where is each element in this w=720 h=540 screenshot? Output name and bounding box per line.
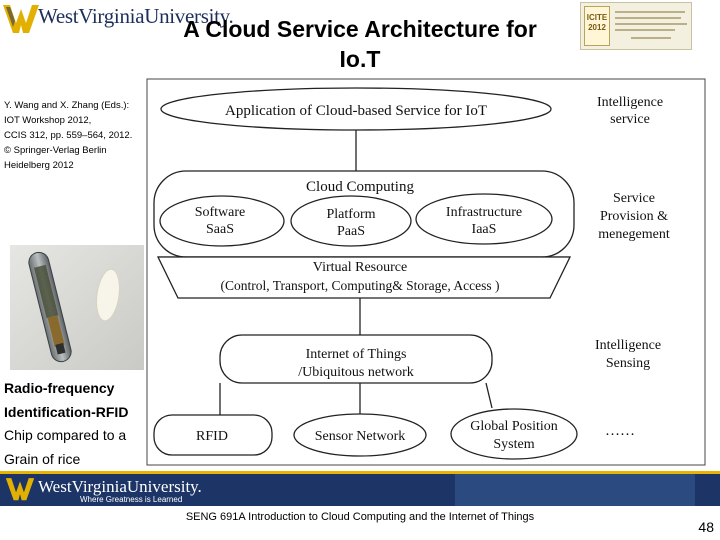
intelligence-service-label: Intelligence: [597, 95, 663, 110]
wvu-logo-text: WestVirginiaUniversity.: [38, 4, 234, 28]
photo-caption: Radio-frequency Identification-RFID Chip…: [4, 377, 154, 471]
virtual-resource-band: [156, 256, 572, 299]
rfid-box: [153, 414, 273, 456]
title-line-2: Io.T: [339, 46, 381, 72]
gps-system-label: System: [493, 437, 534, 452]
wvu-logo: WestVirginiaUniversity.: [0, 0, 234, 40]
conference-thumbnail: ICITE 2012: [580, 2, 692, 50]
rfid-chip-image-icon: [10, 245, 144, 370]
course-footer-text: SENG 691A Introduction to Cloud Computin…: [185, 511, 535, 523]
virtual-resource-label: Virtual Resource: [313, 260, 407, 275]
citation-line: IOT Workshop 2012,: [4, 115, 92, 126]
caption-line: Grain of rice: [4, 450, 81, 467]
intelligence-service-label-2: service: [610, 112, 650, 127]
iot-cloud-architecture-diagram: Application of Cloud-based Service for I…: [146, 78, 706, 466]
saas-label: SaaS: [206, 222, 234, 237]
title-line-1: A Cloud Service Architecture for: [183, 16, 537, 42]
sensor-network-label: Sensor Network: [315, 429, 406, 444]
footer-bar: WestVirginiaUniversity. Where Greatness …: [0, 471, 720, 506]
more-ellipsis: ……: [605, 423, 635, 439]
footer-logo-text: WestVirginiaUniversity.: [38, 477, 202, 496]
caption-line: Identification-RFID: [4, 403, 129, 420]
caption-line: Radio-frequency: [4, 380, 115, 396]
rfid-chip-photo: [10, 245, 144, 370]
software-label: Software: [195, 205, 246, 220]
cloud-computing-label: Cloud Computing: [306, 179, 414, 195]
platform-label: Platform: [327, 207, 376, 222]
page-number: 48: [698, 519, 714, 535]
rfid-label: RFID: [196, 429, 228, 444]
platform-ellipse: [290, 195, 412, 247]
citation-line: Y. Wang and X. Zhang (Eds.):: [4, 100, 130, 111]
citation-line: CCIS 312, pp. 559–564, 2012.: [4, 130, 133, 141]
service-provision-label-3: menegement: [598, 227, 670, 242]
virtual-resource-detail: (Control, Transport, Computing& Storage,…: [221, 278, 500, 293]
service-provision-label-2: Provision &: [600, 209, 668, 224]
gps-ellipse: [450, 408, 578, 460]
iot-box: [219, 334, 493, 384]
infrastructure-label: Infrastructure: [446, 205, 522, 220]
paas-label: PaaS: [337, 224, 365, 239]
iot-label: Internet of Things: [306, 347, 407, 362]
citation-line: Heidelberg 2012: [4, 160, 74, 171]
citation: Y. Wang and X. Zhang (Eds.): IOT Worksho…: [4, 98, 154, 173]
ubiquitous-network-label: /Ubiquitous network: [298, 365, 414, 380]
caption-line: Chip compared to a: [4, 427, 127, 443]
gps-label: Global Position: [470, 419, 558, 434]
intelligence-sensing-label-2: Sensing: [606, 356, 650, 371]
infrastructure-ellipse: [415, 193, 553, 245]
citation-line: © Springer-Verlag Berlin: [4, 145, 107, 156]
wv-flying-logo-icon: [5, 478, 35, 501]
sensor-network-ellipse: [293, 413, 427, 457]
application-label: Application of Cloud-based Service for I…: [225, 103, 487, 119]
iaas-label: IaaS: [472, 222, 497, 237]
service-provision-label: Service: [613, 191, 655, 206]
footer-tagline: Where Greatness is Learned: [80, 495, 183, 504]
slide-title: A Cloud Service Architecture for Io.T: [120, 14, 600, 74]
intelligence-sensing-label: Intelligence: [595, 338, 661, 353]
software-ellipse: [159, 195, 285, 247]
wv-flying-logo-icon: [3, 5, 39, 33]
conference-logo: ICITE 2012: [584, 6, 610, 46]
